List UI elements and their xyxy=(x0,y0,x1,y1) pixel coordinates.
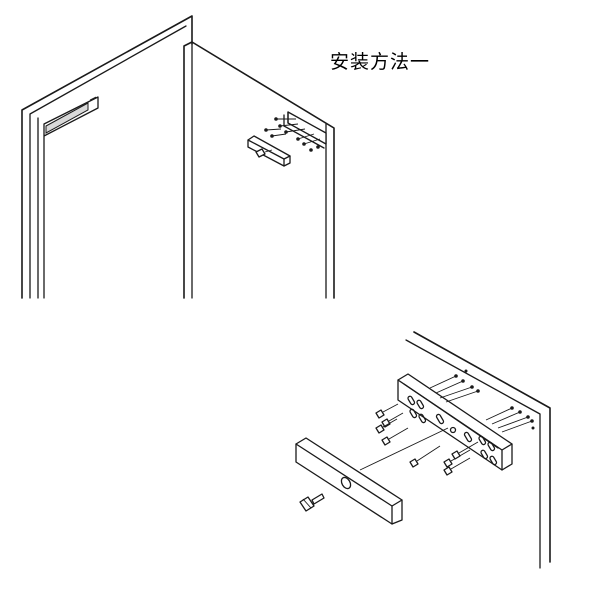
bracket-screws-bottom xyxy=(409,441,479,476)
panel-edge-outer xyxy=(413,331,551,563)
strike-bar-hole xyxy=(340,476,352,490)
panel-screws-upper xyxy=(429,369,480,403)
cabinet-frame-inner-edge xyxy=(29,25,187,299)
alignment-line xyxy=(359,427,449,471)
hinge-slot xyxy=(45,102,89,134)
bracket-slots xyxy=(407,395,498,466)
cabinet-frame-outer xyxy=(21,15,193,299)
method-title: 安装方法一 xyxy=(330,51,431,73)
hinge-slot-edge xyxy=(89,96,97,101)
door-panel xyxy=(183,41,335,299)
small-bar-screw xyxy=(255,148,266,158)
panel-screws-lower xyxy=(485,406,535,433)
strike-bar-screw xyxy=(299,493,325,512)
exploded-detail xyxy=(295,331,551,569)
cabinet-overview xyxy=(21,15,335,299)
small-plate-screws xyxy=(264,117,321,152)
cabinet-top-rail xyxy=(43,96,99,299)
panel-edge-inner xyxy=(405,339,541,569)
bracket-screws-left xyxy=(375,403,409,446)
mounting-bracket xyxy=(397,373,513,471)
